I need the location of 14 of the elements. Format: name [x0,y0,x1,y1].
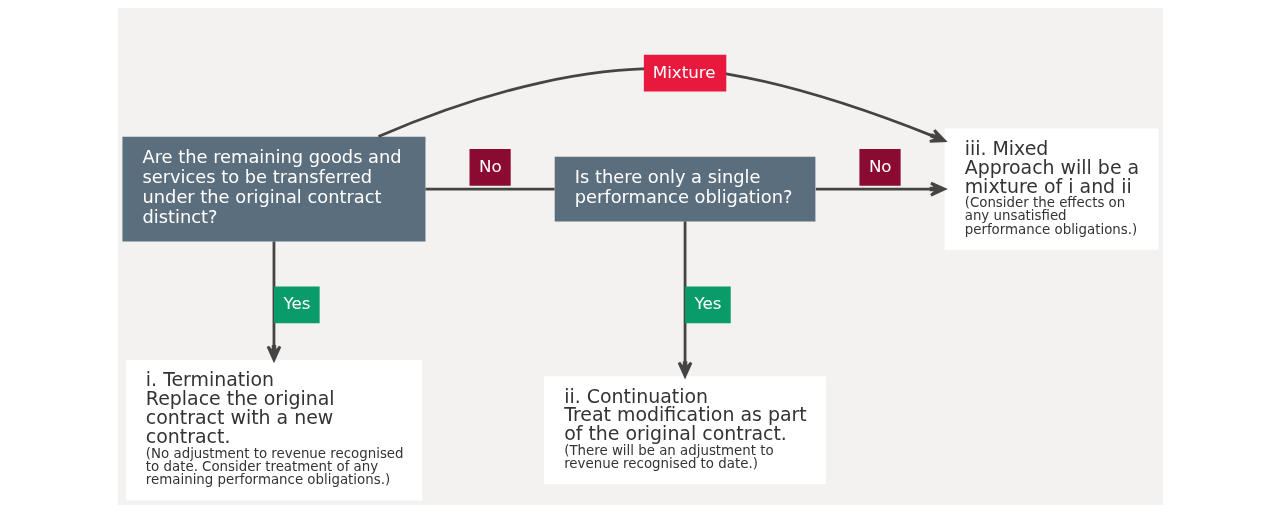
edge-label: Mixture [652,61,716,82]
arrow [266,241,281,362]
arrow [677,221,692,378]
node-box: Are the remaining goods and services to be transferred under the original contract distinct? [121,136,425,242]
connector [425,187,555,191]
edge-label: Yes [694,293,721,314]
node-box: Is there only a single performance obligation? [554,156,815,222]
arrow [815,181,946,197]
edge-label: No [868,155,892,176]
node-box: i. Termination Replace the original contract with a new contract. (No adjustment to revenue recognised to date. Consider treatment of any remaining performance obligations.) [125,360,422,501]
edge-label: No [478,155,502,176]
node-box: ii. Continuation Treat modification as part of the original contract. (There will be an adjustment to revenue recognised to date.) [543,376,826,485]
edge-label: Yes [282,293,310,314]
node-box: iii. Mixed Approach will be a mixture of i and ii (Consider the effects on any unsatisfied performance obligations.) [944,128,1159,250]
